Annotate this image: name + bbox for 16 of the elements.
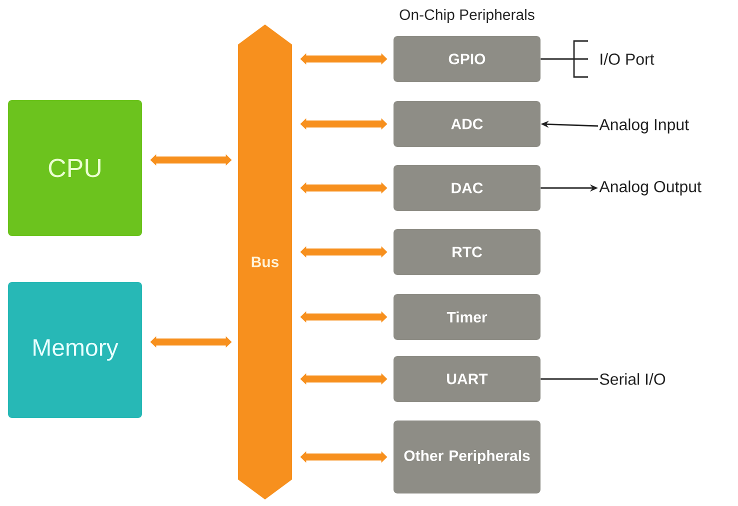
signal-label: Serial I/O [600,373,666,385]
peripheral-box: UART [394,356,540,402]
unit-box: Memory [8,282,142,418]
peripheral-box: DAC [394,165,540,211]
signal-label: I/O Port [600,53,654,65]
unit-box: CPU [8,100,142,236]
peripheral-box: ADC [394,101,540,147]
peripheral-box: GPIO [394,36,540,82]
signal-label: Analog Input [599,118,689,134]
signal-label: Analog Output [599,180,702,196]
peripheral-box: RTC [394,229,540,275]
connector-line [540,58,574,60]
bus-bar: Bus [238,24,292,500]
connector-line [540,378,598,380]
peripheral-box: Other Peripherals [394,420,540,494]
peripheral-box: Timer [394,294,540,340]
